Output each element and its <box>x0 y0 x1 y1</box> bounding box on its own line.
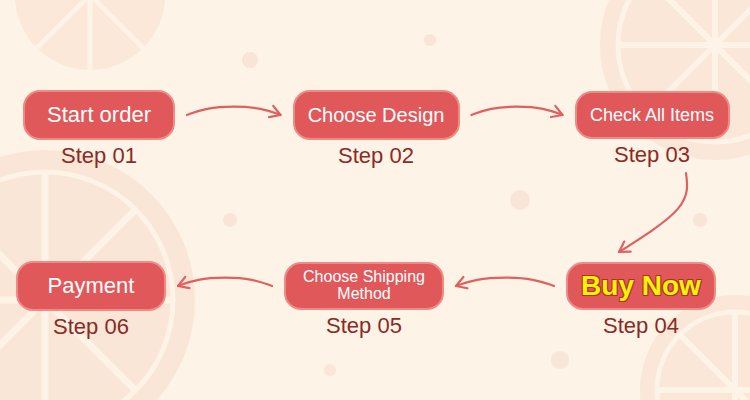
step-title: Check All Items <box>590 106 714 125</box>
flow-arrow <box>456 278 554 286</box>
step-box: Check All Items <box>575 91 730 139</box>
step-node: Choose Shipping MethodStep 05 <box>284 262 444 338</box>
orange-slice <box>15 0 165 70</box>
step-title: Payment <box>48 274 135 297</box>
step-box: Choose Shipping Method <box>284 262 444 310</box>
step-box: Start order <box>23 90 175 140</box>
step-number: Step 04 <box>566 314 716 338</box>
orange-slice <box>0 150 195 400</box>
step-node: Check All ItemsStep 03 <box>575 91 730 167</box>
step-title: Choose Design <box>308 105 445 126</box>
step-node: PaymentStep 06 <box>16 261 166 339</box>
step-number: Step 06 <box>16 315 166 339</box>
step-box: Choose Design <box>293 90 460 140</box>
step-number: Step 05 <box>284 314 444 338</box>
step-number: Step 01 <box>23 144 175 168</box>
flow-arrow <box>178 278 272 286</box>
step-node: Buy NowStep 04 <box>566 262 716 338</box>
step-title: Start order <box>47 103 151 126</box>
step-number: Step 02 <box>293 144 460 168</box>
step-box: Buy Now <box>566 262 716 310</box>
flow-arrow <box>619 173 687 252</box>
flow-arrow <box>187 107 281 115</box>
step-title: Buy Now <box>581 271 701 300</box>
step-title: Choose Shipping Method <box>299 269 429 303</box>
flow-arrow <box>472 107 563 115</box>
step-node: Choose DesignStep 02 <box>293 90 460 168</box>
step-node: Start orderStep 01 <box>23 90 175 168</box>
step-number: Step 03 <box>575 143 730 167</box>
orange-slice <box>640 295 750 400</box>
step-box: Payment <box>16 261 166 311</box>
